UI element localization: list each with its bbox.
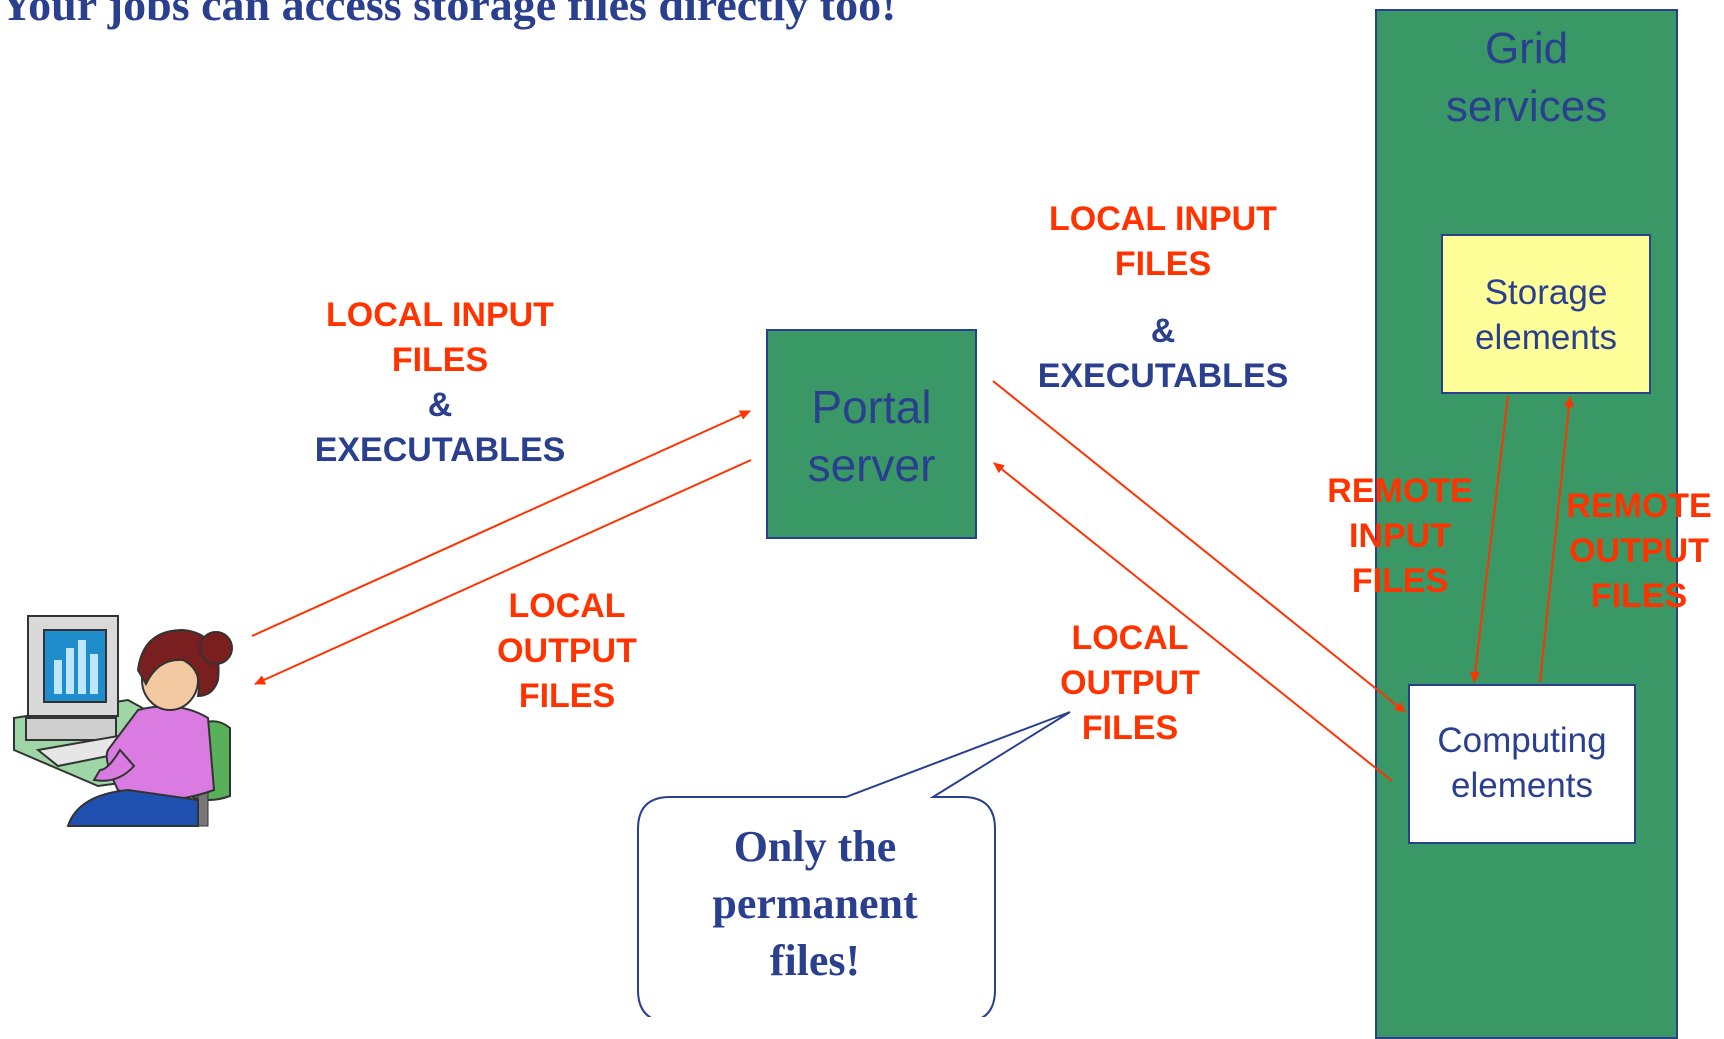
portal-label-line1: Portal xyxy=(811,381,932,433)
left-input-exec: EXECUTABLES xyxy=(314,431,566,469)
left-output-line2: OUTPUT xyxy=(497,632,637,670)
computing-label-line2: elements xyxy=(1450,766,1594,805)
right-output-label: LOCAL OUTPUT FILES xyxy=(1030,616,1230,751)
portal-server-box xyxy=(766,329,977,539)
right-output-line3: FILES xyxy=(1081,709,1179,747)
right-output-line2: OUTPUT xyxy=(1060,664,1200,702)
storage-label-line2: elements xyxy=(1474,318,1618,357)
storage-label-line1: Storage xyxy=(1484,273,1608,312)
remote-input-line2: INPUT xyxy=(1349,517,1451,555)
remote-input-line1: REMOTE xyxy=(1327,472,1473,510)
grid-label-line1: Grid xyxy=(1484,24,1569,73)
computing-label-line1: Computing xyxy=(1437,721,1607,760)
left-output-label: LOCAL OUTPUT FILES xyxy=(467,584,667,719)
callout-line3: files! xyxy=(769,936,861,985)
storage-elements-box xyxy=(1441,234,1651,394)
portal-server-label: Portal server xyxy=(766,378,977,494)
remote-output-line2: OUTPUT xyxy=(1569,532,1709,570)
right-input-line2: FILES xyxy=(1114,245,1212,283)
left-input-label: LOCAL INPUT FILES & EXECUTABLES xyxy=(285,293,595,473)
remote-output-label: REMOTE OUTPUT FILES xyxy=(1554,484,1724,619)
grid-services-label: Grid services xyxy=(1375,20,1678,136)
computing-elements-box xyxy=(1408,684,1636,844)
remote-output-line3: FILES xyxy=(1590,577,1688,615)
right-input-amp: & xyxy=(1150,312,1176,350)
left-input-amp: & xyxy=(427,386,453,424)
right-output-line1: LOCAL xyxy=(1071,619,1189,657)
left-input-line2: FILES xyxy=(391,341,489,379)
grid-label-line2: services xyxy=(1445,82,1608,131)
arrow-portal-to-computing xyxy=(992,380,1406,713)
right-input-line1: LOCAL INPUT xyxy=(1049,200,1277,238)
remote-input-label: REMOTE INPUT FILES xyxy=(1310,469,1490,604)
callout-bubble xyxy=(637,711,1071,1017)
arrow-user-to-portal xyxy=(251,410,751,637)
remote-input-line3: FILES xyxy=(1351,562,1449,600)
left-output-line3: FILES xyxy=(518,677,616,715)
page-title: Your jobs can access storage files direc… xyxy=(0,0,897,30)
right-input-exec: EXECUTABLES xyxy=(1037,357,1289,395)
callout-text: Only the permanent files! xyxy=(640,818,990,989)
person-at-computer-icon xyxy=(13,615,233,827)
storage-elements-label: Storage elements xyxy=(1441,270,1651,360)
callout-line2: permanent xyxy=(712,879,918,928)
arrow-computing-to-storage xyxy=(1539,396,1574,683)
arrow-computing-to-portal xyxy=(993,462,1393,782)
arrow-storage-to-computing xyxy=(1470,395,1509,683)
callout-line1: Only the xyxy=(733,822,897,871)
arrow-portal-to-user xyxy=(254,459,752,685)
remote-output-line1: REMOTE xyxy=(1566,487,1712,525)
left-input-line1: LOCAL INPUT xyxy=(326,296,554,334)
arrows-layer xyxy=(13,380,1574,1017)
portal-label-line2: server xyxy=(807,439,936,491)
right-input-label: LOCAL INPUT FILES & EXECUTABLES xyxy=(1013,197,1313,399)
computing-elements-label: Computing elements xyxy=(1408,718,1636,808)
grid-services-panel xyxy=(1375,9,1678,1039)
left-output-line1: LOCAL xyxy=(508,587,626,625)
